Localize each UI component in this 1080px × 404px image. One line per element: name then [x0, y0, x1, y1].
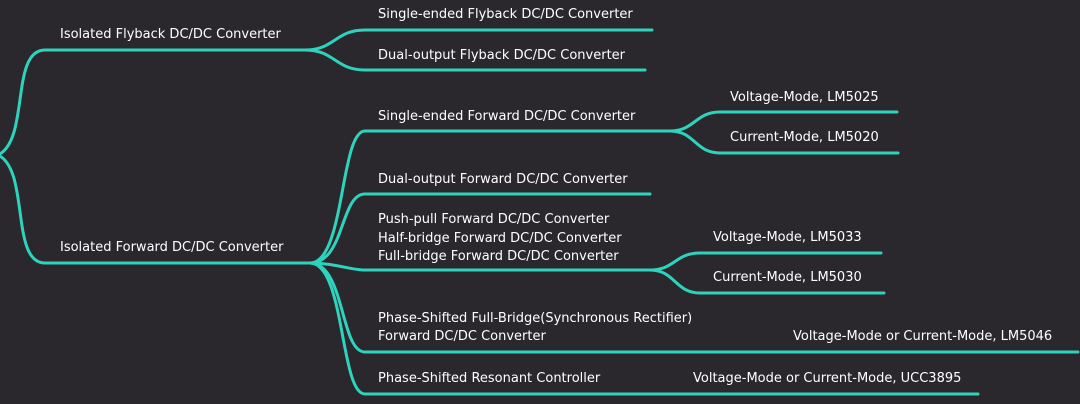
- leaf-current-mode-lm5030: Current-Mode, LM5030: [713, 270, 862, 285]
- leaf-voltage-mode-lm5033: Voltage-Mode, LM5033: [713, 230, 862, 245]
- node-single-ended-flyback: Single-ended Flyback DC/DC Converter: [378, 7, 633, 22]
- edge-root-forward: [0, 154, 312, 265]
- edge-lm5033: [648, 251, 883, 272]
- node-dual-output-flyback: Dual-output Flyback DC/DC Converter: [378, 48, 626, 63]
- leaf-ucc3895: Voltage-Mode or Current-Mode, UCC3895: [693, 371, 962, 386]
- edge-lm5020: [668, 129, 900, 155]
- node-dual-output-forward: Dual-output Forward DC/DC Converter: [378, 172, 628, 187]
- node-push-pull-forward: Push-pull Forward DC/DC Converter: [378, 212, 610, 227]
- edge-forward-dual: [308, 192, 652, 265]
- edge-forward-single: [308, 129, 672, 265]
- leaf-voltage-mode-lm5025: Voltage-Mode, LM5025: [730, 90, 879, 105]
- edge-lm5030: [648, 268, 886, 295]
- edge-root-flyback: [0, 48, 307, 156]
- node-phase-shifted-full-bridge: Phase-Shifted Full-Bridge(Synchronous Re…: [378, 311, 693, 326]
- node-phase-shifted-resonant: Phase-Shifted Resonant Controller: [378, 371, 601, 386]
- leaf-current-mode-lm5020: Current-Mode, LM5020: [730, 130, 879, 145]
- leaf-lm5046: Voltage-Mode or Current-Mode, LM5046: [793, 329, 1053, 344]
- node-half-bridge-forward: Half-bridge Forward DC/DC Converter: [378, 231, 622, 246]
- node-isolated-flyback: Isolated Flyback DC/DC Converter: [60, 27, 281, 42]
- node-single-ended-forward: Single-ended Forward DC/DC Converter: [378, 109, 636, 124]
- node-isolated-forward: Isolated Forward DC/DC Converter: [60, 240, 284, 255]
- edge-forward-resonant: [308, 261, 980, 396]
- edge-flyback-dual: [303, 48, 647, 72]
- node-full-bridge-forward: Full-bridge Forward DC/DC Converter: [378, 249, 619, 264]
- node-phase-shifted-full-bridge-line2: Forward DC/DC Converter: [378, 329, 546, 344]
